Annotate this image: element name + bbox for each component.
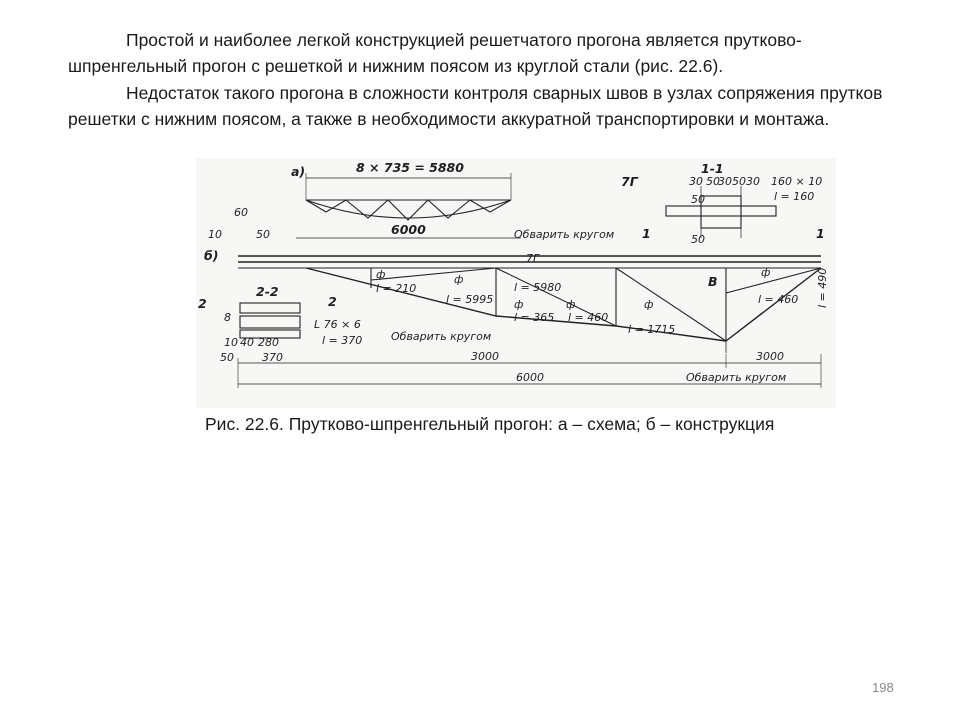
purlin-drawing-svg: а) 8 × 735 = 5880 6000 б) 60 10 50 2-2 8… (196, 158, 836, 408)
section-2-2-angle (239, 315, 301, 329)
angle-size: L 76 × 6 (314, 318, 361, 331)
s1-dim-30c: 30 (746, 175, 760, 188)
rod-phi-3: ф (514, 298, 523, 311)
node-b: В (708, 274, 718, 289)
weld-note-3: Обварить кругом (686, 371, 786, 384)
chord-length-5980: l = 5980 (514, 281, 561, 294)
section-mark-1a: 1 (642, 226, 651, 241)
rod-length-490: l = 490 (816, 268, 829, 308)
dim-50b: 50 (220, 351, 234, 364)
dim-60: 60 (234, 206, 248, 219)
dim-3000-a: 3000 (471, 350, 499, 363)
rod-phi-6: ф (761, 266, 770, 279)
mark-7g-top: 7Г (621, 174, 639, 189)
purlin-main (238, 255, 822, 353)
weld-note-1: Обварить кругом (391, 330, 491, 343)
paragraph-1-text: Простой и наиболее легкой конструкцией р… (68, 30, 802, 76)
s1-dim-50d: 50 (691, 233, 705, 246)
dim-8: 8 (224, 311, 231, 324)
section-mark-1b: 1 (816, 226, 825, 241)
rod-phi-5: ф (644, 298, 653, 311)
paragraph-2-text: Недостаток такого прогона в сложности ко… (68, 83, 883, 129)
rod-length-1715: l = 1715 (628, 323, 675, 336)
rod-phi-1: ф (376, 268, 385, 281)
dim-50: 50 (256, 228, 270, 241)
s1-plate-size: 160 × 10 (771, 175, 822, 188)
section-1-1-label: 1-1 (701, 161, 724, 176)
label-a: а) (291, 164, 305, 179)
page-number: 198 (872, 680, 894, 695)
section-mark-2a: 2 (198, 296, 207, 311)
web-rods (370, 267, 822, 342)
drawing-background (196, 158, 836, 408)
weld-note-2: Обварить кругом (514, 228, 614, 241)
rod-length-460a: l = 460 (568, 311, 608, 324)
scheme-span: 6000 (391, 222, 426, 237)
paragraph-2: Недостаток такого прогона в сложности ко… (68, 80, 908, 132)
section-mark-2b: 2 (328, 294, 337, 309)
s1-plate-length: l = 160 (774, 190, 814, 203)
section-2-2-flange (239, 302, 301, 314)
bottom-dimensions (237, 354, 822, 388)
rod-phi-2: ф (454, 273, 463, 286)
dim-6000: 6000 (516, 371, 544, 384)
rod-length-460b: l = 460 (758, 293, 798, 306)
s1-dim-50b: 50 (732, 175, 746, 188)
dim-370: 370 (262, 351, 283, 364)
scheme-dimension: 8 × 735 = 5880 (356, 160, 464, 175)
figure-caption: Рис. 22.6. Прутково-шпренгельный прогон:… (205, 414, 775, 434)
label-b: б) (204, 248, 218, 263)
section-2-2 (239, 302, 301, 339)
bottom-chord-end (725, 267, 822, 342)
section-1-1 (665, 186, 777, 238)
section-1-1-plate (665, 205, 777, 217)
dim-10b: 10 (224, 336, 238, 349)
dim-280: 280 (258, 336, 279, 349)
s1-dim-30b: 30 (718, 175, 732, 188)
rod-length-365: l = 365 (514, 311, 554, 324)
dim-40: 40 (240, 336, 254, 349)
section-2-2-label: 2-2 (256, 284, 279, 299)
s1-dim-50a: 50 (706, 175, 720, 188)
rod-length-210: l = 210 (376, 282, 416, 295)
purlin-drawing: а) 8 × 735 = 5880 6000 б) 60 10 50 2-2 8… (196, 158, 836, 408)
section-2-2-plate (239, 329, 301, 339)
mark-7g: 7Г (526, 252, 540, 265)
s1-dim-50c: 50 (691, 193, 705, 206)
paragraph-1: Простой и наиболее легкой конструкцией р… (68, 27, 908, 79)
rod-length-5995: l = 5995 (446, 293, 493, 306)
s1-dim-30a: 30 (689, 175, 703, 188)
scheme-a (296, 173, 521, 239)
dim-10: 10 (208, 228, 222, 241)
angle-length: l = 370 (322, 334, 362, 347)
rod-phi-4: ф (566, 298, 575, 311)
bottom-chord (305, 267, 727, 342)
dim-3000-b: 3000 (756, 350, 784, 363)
scheme-bottom-chord (305, 199, 512, 219)
scheme-web (305, 199, 512, 221)
